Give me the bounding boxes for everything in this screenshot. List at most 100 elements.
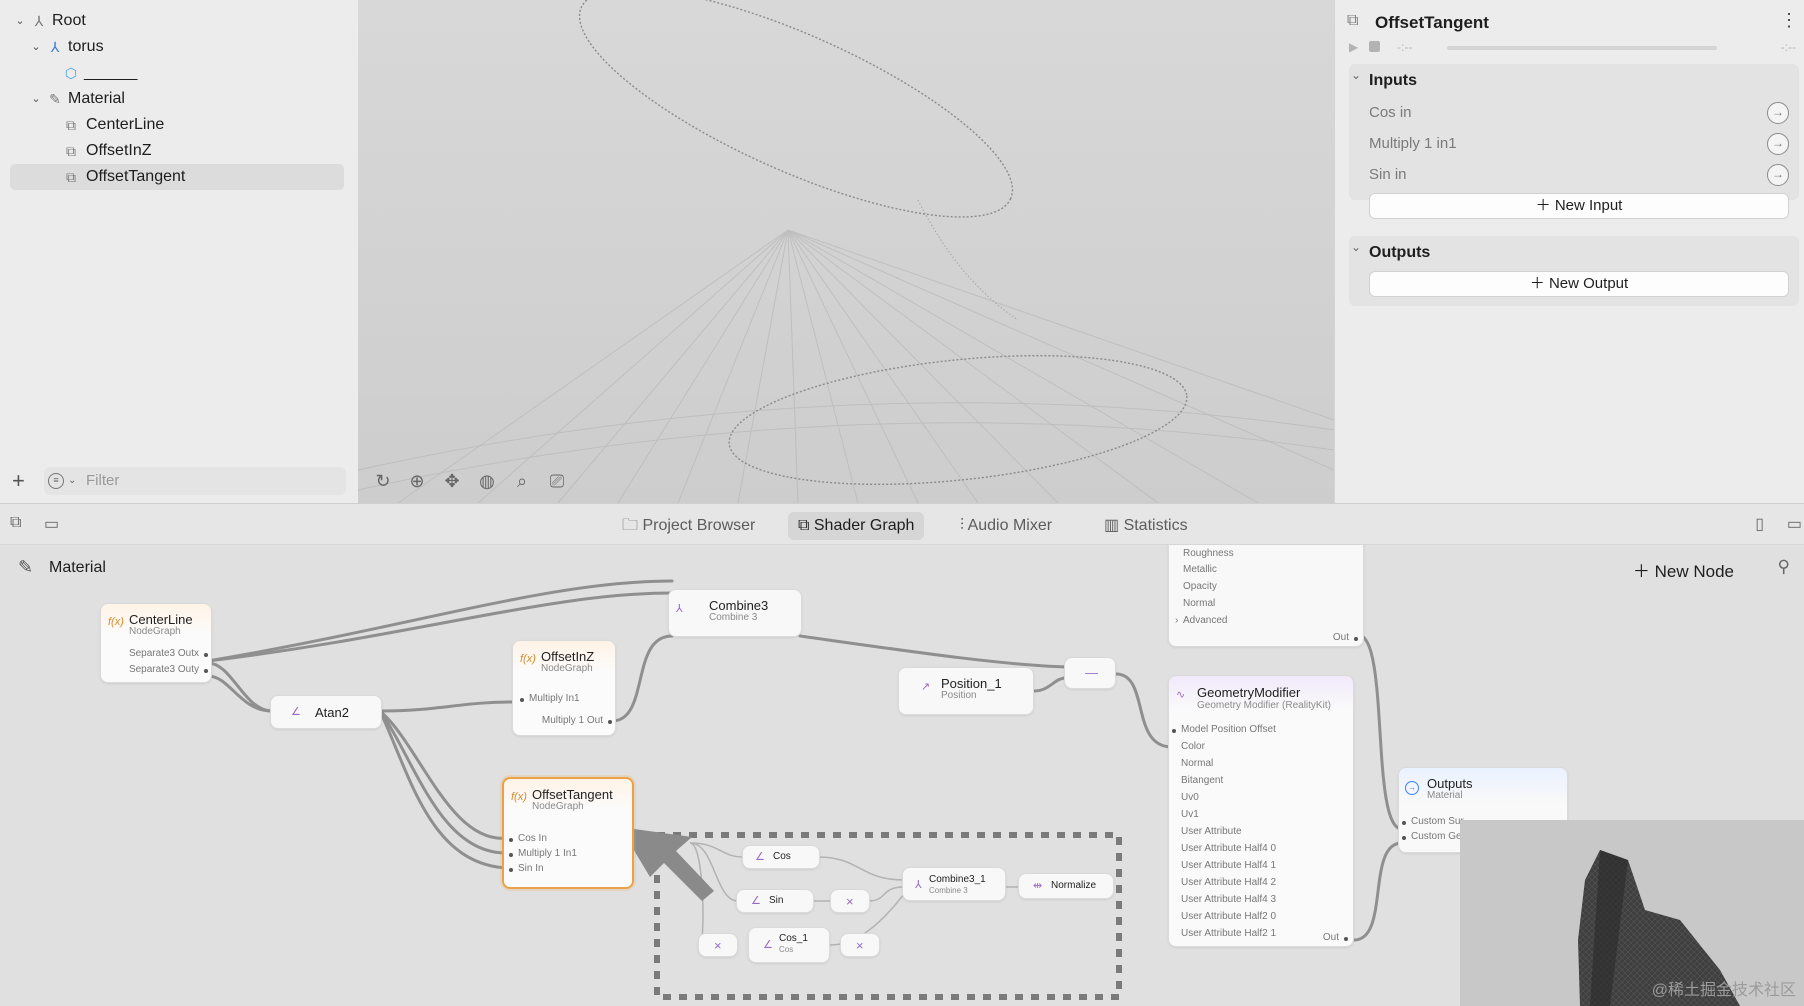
tab-audio-mixer[interactable]: ⫶ Audio Mixer: [950, 512, 1062, 540]
node-input-port[interactable]: User Attribute Half4 2: [1181, 877, 1277, 888]
node-input-port[interactable]: Opacity: [1183, 581, 1217, 592]
node-sin[interactable]: ∠ Sin: [736, 889, 814, 913]
node-multiply[interactable]: ×: [698, 933, 738, 957]
chevron-down-icon[interactable]: ⌄: [31, 93, 41, 105]
bottom-panel-toggle-icon[interactable]: ▭: [1786, 516, 1802, 533]
inspector-panel: ⧉ OffsetTangent ⋮ ▶ -:-- -:-- ⌄ Inputs C…: [1334, 0, 1804, 503]
tree-item-torus[interactable]: ⌄ ⅄ torus: [10, 34, 344, 60]
node-input-port[interactable]: Multiply In1: [520, 693, 580, 704]
input-row-label: Cos in: [1369, 104, 1412, 121]
node-input-port[interactable]: User Attribute: [1181, 826, 1242, 837]
node-input-port[interactable]: Sin In: [509, 863, 544, 874]
pin-icon[interactable]: ⚲: [1777, 557, 1790, 576]
chevron-down-icon[interactable]: ⌄: [1351, 68, 1362, 82]
tree-item-root[interactable]: ⌄ ⅄ Root: [10, 8, 344, 34]
node-input-port[interactable]: Model Position Offset: [1172, 724, 1276, 735]
node-input-port[interactable]: User Attribute Half4 3: [1181, 894, 1277, 905]
tree-item-offsettangent[interactable]: ⧉ OffsetTangent: [10, 164, 344, 190]
node-geometry-modifier[interactable]: ∿ GeometryModifier Geometry Modifier (Re…: [1168, 675, 1354, 947]
material-icon: ✎: [49, 91, 61, 107]
node-cos[interactable]: ∠ Cos: [742, 845, 820, 869]
tab-shader-graph[interactable]: ⧉ Shader Graph: [788, 512, 925, 540]
stop-icon[interactable]: [1369, 41, 1380, 52]
node-output-port[interactable]: Separate3 Outy: [128, 664, 209, 675]
node-output-port[interactable]: Multiply 1 Out: [541, 715, 613, 726]
node-input-port[interactable]: Roughness: [1183, 548, 1234, 559]
3d-viewport[interactable]: ↻ ⊕ ✥ ◍ ⌕ ⎚: [358, 0, 1334, 503]
sidebar-toggle-icon[interactable]: ▭: [44, 516, 60, 533]
new-node-button[interactable]: ＋ New Node: [1633, 557, 1734, 582]
node-input-port[interactable]: Metallic: [1183, 564, 1217, 575]
node-input-port[interactable]: Multiply 1 In1: [509, 848, 577, 859]
filter-field[interactable]: ≡ ⌄ Filter: [44, 467, 346, 495]
node-input-port[interactable]: Uv0: [1181, 792, 1199, 803]
node-subtitle: Combine 3: [929, 886, 968, 895]
shader-graph-canvas[interactable]: ✎ Material ＋ New Node ⚲ f(x) CenterLine …: [0, 545, 1804, 1006]
camera-icon[interactable]: ⎚: [549, 471, 565, 491]
node-combine3-1[interactable]: ⅄ Combine3_1 Combine 3: [902, 867, 1006, 901]
node-input-port[interactable]: Uv1: [1181, 809, 1199, 820]
nodegraph-icon: ⧉: [66, 117, 76, 133]
material-preview[interactable]: @稀土掘金技术社区: [1460, 820, 1804, 1006]
function-icon: f(x): [108, 616, 124, 628]
tree-item-offsetinz[interactable]: ⧉ OffsetInZ: [10, 138, 344, 164]
add-entity-icon[interactable]: +: [12, 468, 25, 493]
node-input-port[interactable]: User Attribute Half2 0: [1181, 911, 1277, 922]
node-offsetinz[interactable]: f(x) OffsetInZ NodeGraph Multiply In1 Mu…: [512, 640, 616, 736]
input-connect-icon[interactable]: →: [1767, 164, 1789, 186]
input-connect-icon[interactable]: →: [1767, 102, 1789, 124]
node-output-port[interactable]: Separate3 Outx: [128, 648, 209, 659]
node-input-port[interactable]: Color: [1181, 741, 1205, 752]
globe-icon[interactable]: ◍: [479, 471, 495, 491]
chevron-down-icon[interactable]: ⌄: [31, 41, 41, 53]
node-normalize[interactable]: ⇹ Normalize: [1018, 873, 1114, 899]
node-output-port[interactable]: Out: [1322, 932, 1349, 943]
node-subtract[interactable]: —: [1064, 657, 1116, 689]
node-atan2[interactable]: ∠ Atan2: [270, 695, 382, 729]
graph-breadcrumb[interactable]: Material: [49, 559, 106, 576]
node-input-port[interactable]: Custom Sur: [1402, 816, 1464, 827]
tree-item-mesh[interactable]: ⬡ ______: [10, 60, 344, 86]
chevron-down-icon[interactable]: ⌄: [15, 15, 25, 27]
tab-project-browser[interactable]: 🗀 Project Browser: [612, 512, 765, 540]
chevron-right-icon[interactable]: ›: [1175, 615, 1179, 626]
node-output-port[interactable]: Out: [1332, 632, 1359, 643]
node-position[interactable]: ↗ Position_1 Position: [898, 667, 1034, 715]
node-offsettangent[interactable]: f(x) OffsetTangent NodeGraph Cos In Mult…: [502, 777, 634, 889]
node-multiply[interactable]: ×: [840, 933, 880, 957]
pan-target-icon[interactable]: ⊕: [409, 471, 425, 491]
node-surface[interactable]: Roughness Metallic Opacity Normal › Adva…: [1168, 545, 1364, 647]
tree-item-material[interactable]: ⌄ ✎ Material: [10, 86, 344, 112]
node-input-port[interactable]: User Attribute Half2 1: [1181, 928, 1277, 939]
input-connect-icon[interactable]: →: [1767, 133, 1789, 155]
node-input-port[interactable]: Advanced: [1183, 615, 1228, 626]
new-output-button[interactable]: ＋ New Output: [1369, 271, 1789, 297]
play-icon[interactable]: ▶: [1349, 40, 1359, 54]
node-input-port[interactable]: Custom Ge: [1402, 831, 1462, 842]
node-title: Combine3: [709, 598, 769, 613]
node-input-port[interactable]: User Attribute Half4 0: [1181, 843, 1277, 854]
tree-item-centerline[interactable]: ⧉ CenterLine: [10, 112, 344, 138]
inspector-toggle-icon[interactable]: ▯: [1755, 516, 1764, 533]
windows-icon[interactable]: ⧉: [10, 514, 22, 531]
selection-box: [654, 832, 1122, 1000]
move-icon[interactable]: ✥: [444, 471, 460, 491]
new-input-button[interactable]: ＋ New Input: [1369, 193, 1789, 219]
chevron-down-icon[interactable]: ⌄: [68, 475, 77, 486]
timeline-scrubber[interactable]: [1447, 46, 1717, 50]
filter-options-icon[interactable]: ≡: [48, 473, 64, 489]
chevron-down-icon[interactable]: ⌄: [1351, 240, 1362, 254]
node-input-port[interactable]: Normal: [1183, 598, 1216, 609]
more-icon[interactable]: ⋮: [1780, 10, 1798, 30]
node-centerline[interactable]: f(x) CenterLine NodeGraph Separate3 Outx…: [100, 603, 212, 683]
node-input-port[interactable]: Normal: [1181, 758, 1214, 769]
tab-statistics[interactable]: ▥ Statistics: [1094, 512, 1198, 540]
node-input-port[interactable]: Cos In: [509, 833, 547, 844]
node-cos1[interactable]: ∠ Cos_1 Cos: [748, 927, 830, 963]
zoom-icon[interactable]: ⌕: [516, 471, 528, 491]
orbit-icon[interactable]: ↻: [375, 471, 391, 491]
node-input-port[interactable]: Bitangent: [1181, 775, 1224, 786]
node-multiply[interactable]: ×: [830, 889, 870, 913]
node-input-port[interactable]: User Attribute Half4 1: [1181, 860, 1277, 871]
node-combine3[interactable]: ⅄ Combine3 Combine 3: [668, 589, 802, 637]
